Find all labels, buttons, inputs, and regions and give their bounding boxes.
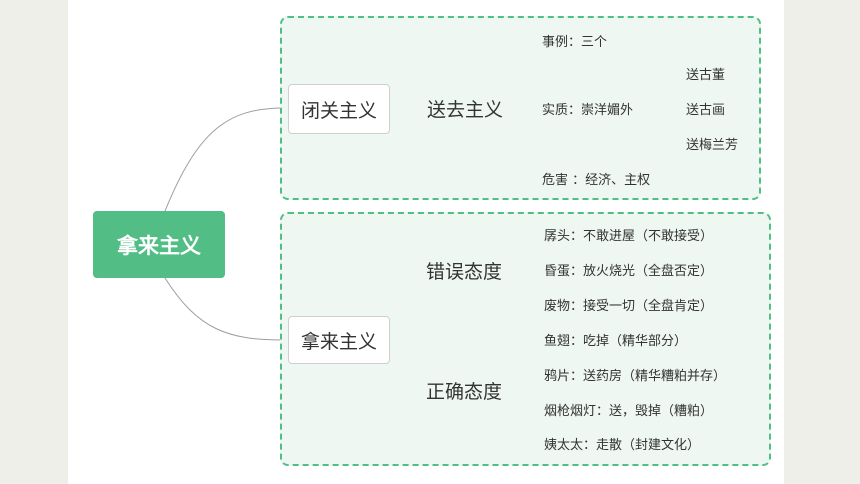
leaf-example[interactable]: 事例：三个 <box>542 34 608 50</box>
leaf-concubine[interactable]: 姨太太：走散（封建文化） <box>544 437 701 453</box>
mindmap-slide: 拿来主义 闭关主义 拿来主义 送去主义 错误态度 正确态度 事例：三个 实质：崇… <box>68 0 784 484</box>
leaf-send-mei-lanfang[interactable]: 送梅兰芳 <box>686 137 739 153</box>
root-node[interactable]: 拿来主义 <box>93 211 225 278</box>
leaf-coward[interactable]: 孱头：不敢进屋（不敢接受） <box>544 228 714 244</box>
leaf-opium[interactable]: 鸦片：送药房（精华糟粕并存） <box>544 368 727 384</box>
connector-root-top <box>164 107 285 212</box>
leaf-harm[interactable]: 危害 ：经济、主权 <box>542 172 651 188</box>
connector-root-bottom <box>164 277 285 341</box>
node-wrong-attitude[interactable]: 错误态度 <box>425 260 502 283</box>
node-sending-away[interactable]: 送去主义 <box>426 98 503 121</box>
leaf-send-paintings[interactable]: 送古画 <box>686 102 726 118</box>
leaf-wastrel[interactable]: 废物：接受一切（全盘肯定） <box>544 298 714 314</box>
leaf-opium-pipe[interactable]: 烟枪烟灯：送，毁掉（糟粕） <box>544 403 714 419</box>
leaf-shark-fin[interactable]: 鱼翅：吃掉（精华部分） <box>544 333 688 349</box>
branch-grabism[interactable]: 拿来主义 <box>288 316 390 364</box>
leaf-essence[interactable]: 实质：崇洋媚外 <box>542 102 634 118</box>
leaf-fool[interactable]: 昏蛋：放火烧光（全盘否定） <box>544 263 714 279</box>
node-right-attitude[interactable]: 正确态度 <box>425 380 502 403</box>
closed-door-group <box>280 16 761 200</box>
branch-closed-door[interactable]: 闭关主义 <box>288 84 390 134</box>
leaf-send-antiques[interactable]: 送古董 <box>686 67 726 83</box>
